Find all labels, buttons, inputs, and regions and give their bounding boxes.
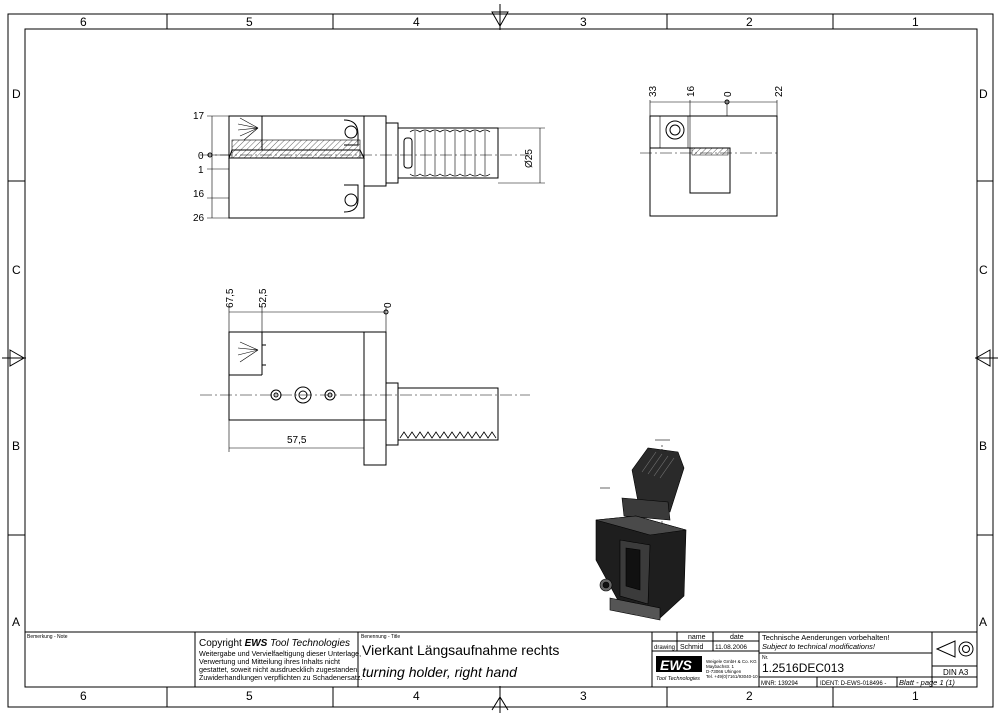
remark-label: Bemerkung - Note xyxy=(27,634,68,640)
top-dim-67-5: 67,5 xyxy=(225,288,236,308)
copyright-line-2: Verwertung und Mitteilung ihres Inhalts … xyxy=(199,657,340,666)
part-number: 1.2516DEC013 xyxy=(762,661,844,675)
nr-label: Nr. xyxy=(762,655,768,661)
changes-english: Subject to technical modifications! xyxy=(762,642,876,651)
front-dim-0: 0 xyxy=(198,151,204,162)
zone-row-a: A xyxy=(12,615,20,629)
copyright-line-3: gestattet, soweit nicht ausdruecklich zu… xyxy=(199,665,359,674)
zone-row-d: D xyxy=(12,87,21,101)
company-line-2: Maybachstr. 1 xyxy=(706,664,735,669)
drawn-by: Schmid xyxy=(680,644,703,651)
front-dim-1: 1 xyxy=(198,165,204,176)
zone-row-b: B xyxy=(12,439,20,453)
zone-col-2: 2 xyxy=(746,15,753,29)
zone-row-a-right: A xyxy=(979,615,987,629)
front-view-dimensions: 17 0 1 16 26 Ø25 xyxy=(193,111,535,224)
company-line-3: D-73066 Uhingen xyxy=(706,669,742,674)
zone-row-c-right: C xyxy=(979,263,988,277)
zone-col-4-bottom: 4 xyxy=(413,689,420,703)
top-dim-0: 0 xyxy=(383,302,394,308)
ews-logo-icon xyxy=(656,656,702,672)
side-dim-33: 33 xyxy=(648,85,659,97)
drawing-row-label: drawing xyxy=(654,645,675,651)
mnr: MNR: 139294 xyxy=(761,681,799,687)
company-line-1: Weigele GmbH & Co. KG xyxy=(706,659,757,664)
logo-subtitle: Tool Technologies xyxy=(656,676,700,682)
copyright-brand: EWS xyxy=(245,638,268,649)
center-marks xyxy=(2,4,998,713)
isometric-view xyxy=(595,439,687,621)
top-view xyxy=(200,306,530,466)
zone-col-4: 4 xyxy=(413,15,420,29)
outer-frame xyxy=(7,13,994,708)
title-block: Bemerkung - Note Copyright EWS Tool Tech… xyxy=(27,633,969,687)
copyright-line-4: Zuwiderhandlungen verpflichten zu Schade… xyxy=(199,673,362,682)
side-dim-16: 16 xyxy=(686,85,697,97)
zone-col-2-bottom: 2 xyxy=(746,689,753,703)
zone-col-6: 6 xyxy=(80,15,87,29)
sheet-page: Blatt - page 1 (1) xyxy=(899,678,955,687)
front-dim-diameter: Ø25 xyxy=(524,149,535,168)
front-dim-16: 16 xyxy=(193,189,205,200)
paper-format: DIN A3 xyxy=(943,668,969,677)
copyright-line-1: Weitergabe und Vervielfaeltigung dieser … xyxy=(199,649,361,658)
front-dim-17: 17 xyxy=(193,111,205,122)
top-dim-57-5: 57,5 xyxy=(287,435,307,446)
front-dim-26: 26 xyxy=(193,213,205,224)
top-dim-52-5: 52,5 xyxy=(258,288,269,308)
zone-row-b-right: B xyxy=(979,439,987,453)
zone-col-5: 5 xyxy=(246,15,253,29)
title-english: turning holder, right hand xyxy=(362,664,518,680)
zone-col-3-bottom: 3 xyxy=(580,689,587,703)
zone-row-d-right: D xyxy=(979,87,988,101)
title-label: Benennung - Title xyxy=(361,634,400,640)
title-block-grid xyxy=(25,631,977,687)
top-view-dimensions: 67,5 52,5 0 57,5 xyxy=(225,288,394,446)
changes-german: Technische Aenderungen vorbehalten! xyxy=(762,633,890,642)
zone-labels: 6 5 4 3 2 1 6 5 4 3 2 1 D C B A D C B A xyxy=(12,15,988,703)
company-line-4: Tel. +49(0)7161/93040-10 xyxy=(706,674,758,679)
zone-col-3: 3 xyxy=(580,15,587,29)
drawn-date: 11.08.2006 xyxy=(715,644,747,651)
logo-text: EWS xyxy=(660,657,693,673)
front-view xyxy=(200,115,545,219)
side-dim-0: 0 xyxy=(723,91,734,97)
projection-symbol-icon xyxy=(935,640,974,658)
side-view xyxy=(640,99,780,217)
zone-ticks xyxy=(8,14,993,707)
zone-col-1-bottom: 1 xyxy=(912,689,919,703)
zone-col-1: 1 xyxy=(912,15,919,29)
side-view-dimensions: 33 16 0 22 xyxy=(648,85,785,97)
zone-col-5-bottom: 5 xyxy=(246,689,253,703)
ident: IDENT: D-EWS-018496 - xyxy=(820,681,886,687)
title-german: Vierkant Längsaufnahme rechts xyxy=(362,642,559,658)
col-date-header: date xyxy=(730,634,744,641)
zone-col-6-bottom: 6 xyxy=(80,689,87,703)
zone-row-c: C xyxy=(12,263,21,277)
side-dim-22: 22 xyxy=(774,85,785,97)
copyright-heading: Copyright EWS Tool Technologies xyxy=(199,638,350,649)
col-name-header: name xyxy=(688,634,706,641)
